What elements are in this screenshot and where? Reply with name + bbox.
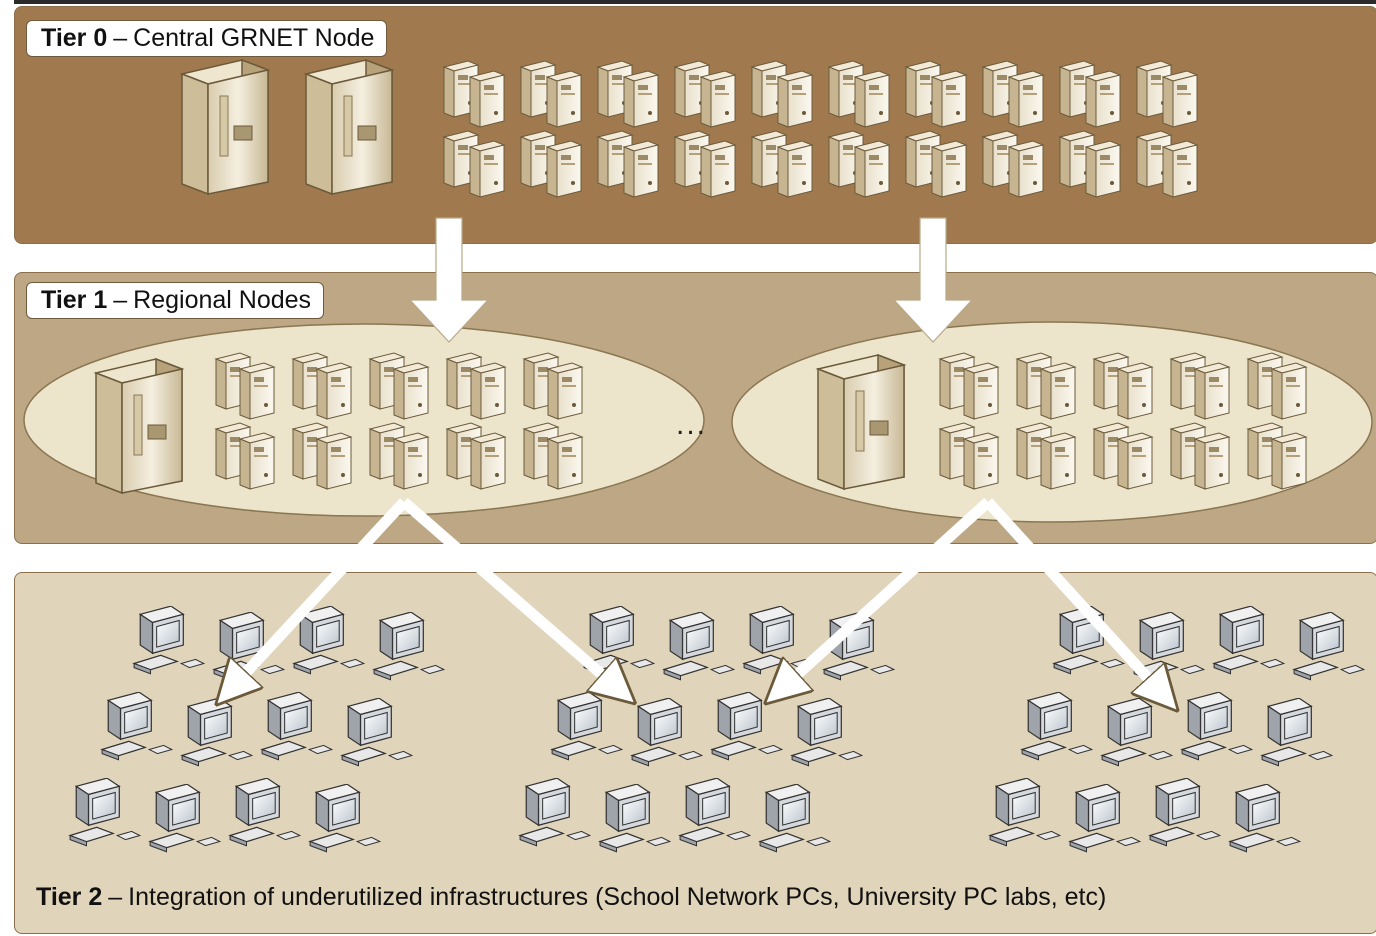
- rack-server-icon: [470, 362, 506, 420]
- desktop-pc-icon: [519, 778, 591, 847]
- tier2-label-separator: –: [108, 883, 123, 911]
- rack-server-icon: [931, 70, 967, 128]
- rack-server-icon: [469, 140, 505, 198]
- desktop-pc-icon: [1293, 612, 1365, 681]
- down-arrow-icon: [983, 498, 1166, 698]
- desktop-pc-icon: [309, 784, 381, 853]
- rack-server-icon: [1040, 362, 1076, 420]
- tier2-label-tier: Tier 2: [36, 883, 103, 911]
- desktop-pc-icon: [1229, 784, 1301, 853]
- desktop-pc-icon: [1069, 784, 1141, 853]
- rack-server-icon: [546, 140, 582, 198]
- desktop-pc-icon: [791, 698, 863, 767]
- rack-server-icon: [963, 362, 999, 420]
- rack-server-icon: [1162, 70, 1198, 128]
- desktop-pc-icon: [181, 698, 253, 767]
- rack-server-icon: [963, 432, 999, 490]
- rack-server-icon: [239, 432, 275, 490]
- desktop-pc-icon: [341, 698, 413, 767]
- rack-server-icon: [1040, 432, 1076, 490]
- rack-server-icon: [623, 140, 659, 198]
- desktop-pc-icon: [989, 778, 1061, 847]
- tier0-to-tier1-arrows: [408, 217, 974, 343]
- rack-server-icon: [547, 362, 583, 420]
- desktop-pc-icon: [679, 778, 751, 847]
- rack-server-icon: [1085, 140, 1121, 198]
- rack-server-icon: [700, 140, 736, 198]
- rack-server-icon: [623, 70, 659, 128]
- rack-server-icon: [316, 432, 352, 490]
- rack-server-icon: [470, 432, 506, 490]
- tier2-label-description: Integration of underutilized infrastruct…: [128, 883, 1107, 911]
- rack-server-icon: [393, 432, 429, 490]
- tier0-server-group: [181, 59, 1198, 198]
- rack-server-icon: [547, 432, 583, 490]
- desktop-pc-icon: [373, 612, 445, 681]
- tier0-label: Tier 0–Central GRNET Node: [26, 20, 388, 57]
- rack-server-icon: [1085, 70, 1121, 128]
- rack-server-icon: [1194, 362, 1230, 420]
- desktop-pc-icon: [69, 778, 141, 847]
- desktop-pc-icon: [711, 692, 783, 761]
- tier1-label-tier: Tier 1: [41, 286, 108, 314]
- tier0-label-description: Central GRNET Node: [133, 24, 375, 52]
- desktop-pc-icon: [1149, 778, 1221, 847]
- desktop-pc-icon: [551, 692, 623, 761]
- rack-server-icon: [1162, 140, 1198, 198]
- rack-server-icon: [1008, 140, 1044, 198]
- desktop-pc-icon: [599, 784, 671, 853]
- rack-server-icon: [393, 362, 429, 420]
- desktop-pc-icon: [759, 784, 831, 853]
- tower-server-icon: [817, 354, 905, 490]
- tower-server-icon: [95, 358, 183, 494]
- desktop-pc-icon: [1021, 692, 1093, 761]
- desktop-pc-icon: [1213, 606, 1285, 675]
- tier2-pc-group: [69, 606, 1365, 853]
- tier1-label-description: Regional Nodes: [133, 286, 312, 314]
- desktop-pc-icon: [261, 692, 333, 761]
- tier0-label-tier: Tier 0: [41, 24, 108, 52]
- ellipsis-more-nodes: ...: [676, 408, 708, 441]
- down-arrow-icon: [892, 217, 974, 343]
- rack-server-icon: [1194, 432, 1230, 490]
- tier1-label-separator: –: [113, 286, 128, 314]
- rack-server-icon: [1008, 70, 1044, 128]
- desktop-pc-icon: [1101, 698, 1173, 767]
- rack-server-icon: [1271, 432, 1307, 490]
- down-arrow-icon: [778, 497, 992, 692]
- tier2-label: Tier 2–Integration of underutilized infr…: [22, 880, 1106, 912]
- down-arrow-icon: [408, 217, 490, 343]
- desktop-pc-icon: [101, 692, 173, 761]
- tier0-label-separator: –: [113, 24, 128, 52]
- rack-server-icon: [316, 362, 352, 420]
- desktop-pc-icon: [229, 778, 301, 847]
- desktop-pc-icon: [631, 698, 703, 767]
- desktop-pc-icon: [149, 784, 221, 853]
- top-border-line: [14, 0, 1376, 4]
- down-arrow-icon: [228, 498, 409, 692]
- desktop-pc-icon: [1181, 692, 1253, 761]
- rack-server-icon: [777, 140, 813, 198]
- tier1-label: Tier 1–Regional Nodes: [26, 282, 325, 319]
- rack-server-icon: [1271, 362, 1307, 420]
- rack-server-icon: [854, 70, 890, 128]
- rack-server-icon: [854, 140, 890, 198]
- rack-server-icon: [1117, 432, 1153, 490]
- rack-server-icon: [469, 70, 505, 128]
- tower-server-icon: [305, 59, 393, 195]
- tower-server-icon: [181, 59, 269, 195]
- rack-server-icon: [239, 362, 275, 420]
- desktop-pc-icon: [663, 612, 735, 681]
- desktop-pc-icon: [1261, 698, 1333, 767]
- rack-server-icon: [777, 70, 813, 128]
- rack-server-icon: [1117, 362, 1153, 420]
- desktop-pc-icon: [133, 606, 205, 675]
- rack-server-icon: [546, 70, 582, 128]
- rack-server-icon: [700, 70, 736, 128]
- down-arrow-icon: [400, 497, 622, 692]
- tier1-to-tier2-arrows: [228, 497, 1166, 698]
- rack-server-icon: [931, 140, 967, 198]
